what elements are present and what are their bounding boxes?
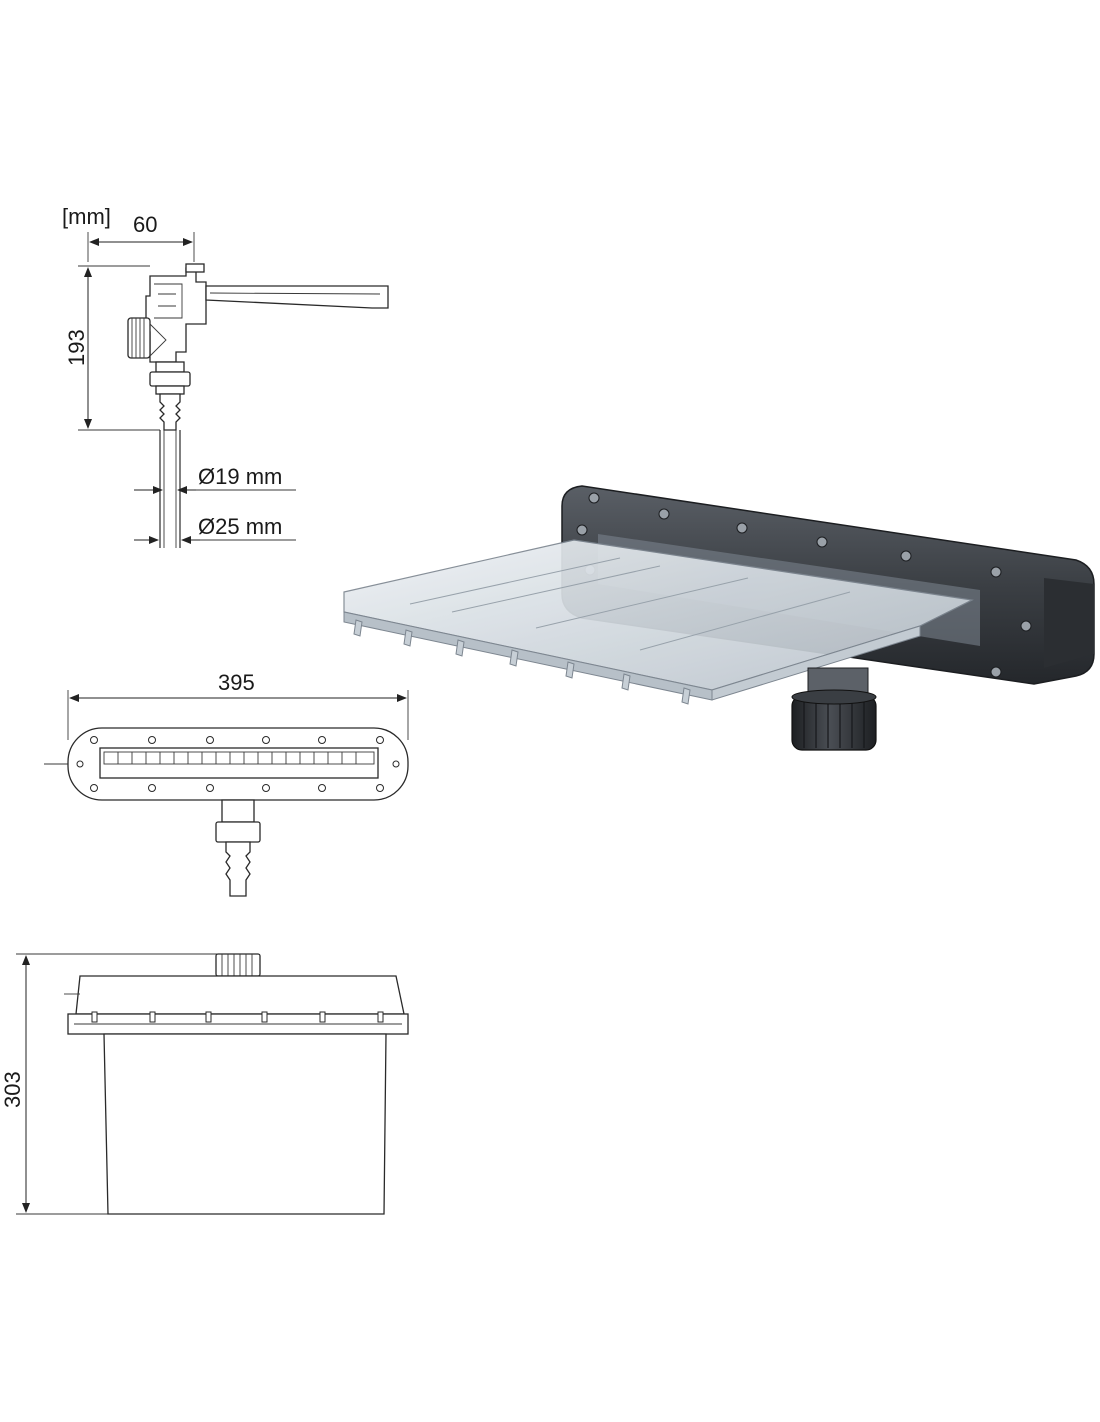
- hose-outer-label: Ø25 mm: [198, 514, 282, 539]
- top-view-screws: [76, 736, 400, 792]
- top-view: 395: [44, 670, 409, 897]
- drip-fins: [353, 619, 691, 705]
- side-height-label: 193: [64, 329, 89, 366]
- unit-label: [mm]: [62, 204, 111, 229]
- side-view: [mm] 60 193 Ø19 mm Ø25 mm: [62, 204, 389, 548]
- total-height-label: 303: [0, 1071, 25, 1108]
- depth-label: 60: [133, 212, 157, 237]
- top-view-slots: [117, 752, 357, 764]
- hose-inner-label: Ø19 mm: [198, 464, 282, 489]
- product-render: [343, 485, 1095, 751]
- front-view: 303: [0, 953, 409, 1215]
- tray-ribs: [409, 557, 851, 651]
- width-label: 395: [218, 670, 255, 695]
